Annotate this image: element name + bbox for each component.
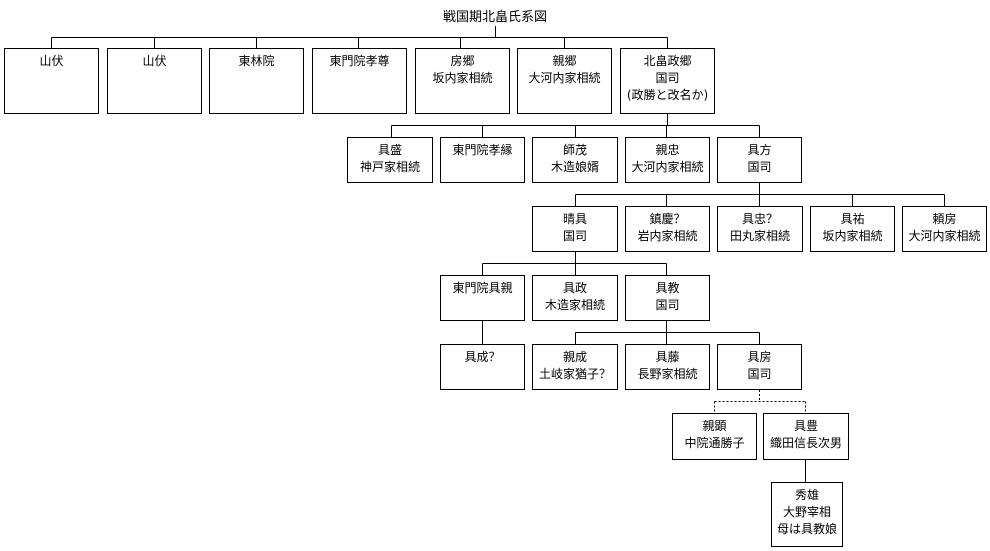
node-text-line: 具房	[747, 350, 772, 364]
node-tomonin-takaroku: 東門院孝縁	[440, 137, 525, 183]
node-text-line: 神戸家相続	[359, 160, 420, 174]
node-chikanari: 親成土岐家猶子？	[532, 344, 618, 390]
node-text-line: 具祐	[840, 212, 865, 226]
node-text-line: (政勝と改名か)	[626, 88, 709, 102]
node-tomonin-takamune: 東門院孝尊	[312, 48, 407, 114]
node-text-line: 具豊	[793, 419, 818, 433]
node-text-line: 木造家相続	[544, 298, 605, 312]
node-text-line: 田丸家相続	[729, 229, 790, 243]
node-text-line: 親忠	[655, 143, 680, 157]
node-text-line: 北畠政郷	[643, 54, 692, 68]
chart-title: 戦国期北畠氏系図	[442, 10, 547, 25]
node-text-line: 具成？	[464, 350, 501, 364]
node-chikatada: 親忠大河内家相続	[625, 137, 710, 183]
node-text-line: 坂内家相続	[822, 229, 883, 243]
node-text-line: 東林院	[238, 54, 275, 68]
node-text-line: 長野家相続	[637, 367, 698, 381]
node-text-line: 大河内家相続	[908, 229, 981, 243]
node-chikaaki: 親顕中院通勝子	[672, 413, 757, 460]
node-text-line: 大河内家相続	[528, 71, 601, 85]
node-text-line: 坂内家相続	[432, 71, 493, 85]
node-text-line: 親顕	[702, 419, 727, 433]
node-chikanori: 親郷大河内家相続	[517, 48, 612, 114]
node-yamabushi-1: 山伏	[4, 48, 99, 114]
node-text-line: 具教	[655, 281, 680, 295]
node-text-line: 中院通勝子	[684, 436, 745, 450]
node-tomonori-g4: 具教国司	[625, 275, 710, 321]
node-fusanori: 房郷坂内家相続	[415, 48, 510, 114]
node-text-line: 具方	[747, 143, 772, 157]
node-harutomo: 晴具国司	[532, 206, 618, 252]
node-tomotada: 具忠？ 田丸家相続	[717, 206, 803, 252]
node-text-line: 東門院孝尊	[329, 54, 390, 68]
node-text-line: 織田信長次男	[769, 436, 842, 450]
node-text-line: 国司	[655, 298, 680, 312]
node-text-line: 山伏	[142, 54, 167, 68]
node-moroshige: 師茂木造娘婿	[532, 137, 618, 183]
node-text-line: 母は具教娘	[776, 522, 837, 536]
node-tomonin-tomochika: 東門院具親	[440, 275, 525, 321]
node-text-line: 国司	[562, 229, 587, 243]
node-text-line: 大河内家相続	[631, 160, 704, 174]
node-yamabushi-2: 山伏	[107, 48, 202, 114]
node-text-line: 師茂	[562, 143, 587, 157]
node-text-line: 晴具	[562, 212, 587, 226]
node-text-line: 房郷	[450, 54, 475, 68]
node-text-line: 木造娘婿	[550, 160, 599, 174]
node-yorifusa: 頼房大河内家相続	[902, 206, 987, 252]
node-tomonari: 具成？	[440, 344, 525, 390]
node-text-line: 鎮慶？	[649, 212, 686, 226]
node-tomosuke: 具祐坂内家相続	[810, 206, 895, 252]
node-tomofusa: 具房国司	[717, 344, 802, 390]
node-text-line: 具忠？	[741, 212, 778, 226]
node-text-line: 国司	[747, 367, 772, 381]
node-tomomori: 具盛神戸家相続	[347, 137, 433, 183]
node-text-line: 秀雄	[794, 488, 819, 502]
node-text-line: 親成	[562, 350, 587, 364]
node-text-line: 親郷	[552, 54, 577, 68]
node-text-line: 岩内家相続	[637, 229, 698, 243]
node-text-line: 土岐家猶子？	[538, 367, 611, 381]
node-text-line: 山伏	[39, 54, 64, 68]
node-text-line: 東門院具親	[452, 281, 513, 295]
node-masanori: 北畠政郷国司 (政勝と改名か)	[620, 48, 715, 114]
node-katsuo: 秀雄大野宰相母は具教娘	[771, 482, 843, 547]
node-tomonori-g2: 具方国司	[717, 137, 802, 183]
node-text-line: 具盛	[377, 143, 402, 157]
node-tomofuji: 具藤長野家相続	[625, 344, 710, 390]
node-text-line: 具藤	[655, 350, 680, 364]
node-text-line: 大野宰相	[782, 505, 831, 519]
node-tourinin: 東林院	[209, 48, 304, 114]
node-text-line: 国司	[655, 71, 680, 85]
node-tomotoyo: 具豊織田信長次男	[763, 413, 849, 460]
node-shigetomo: 鎮慶？ 岩内家相続	[625, 206, 710, 252]
node-text-line: 東門院孝縁	[452, 143, 513, 157]
node-text-line: 具政	[562, 281, 587, 295]
node-text-line: 国司	[747, 160, 772, 174]
node-tomomasa: 具政木造家相続	[532, 275, 618, 321]
node-text-line: 頼房	[932, 212, 957, 226]
